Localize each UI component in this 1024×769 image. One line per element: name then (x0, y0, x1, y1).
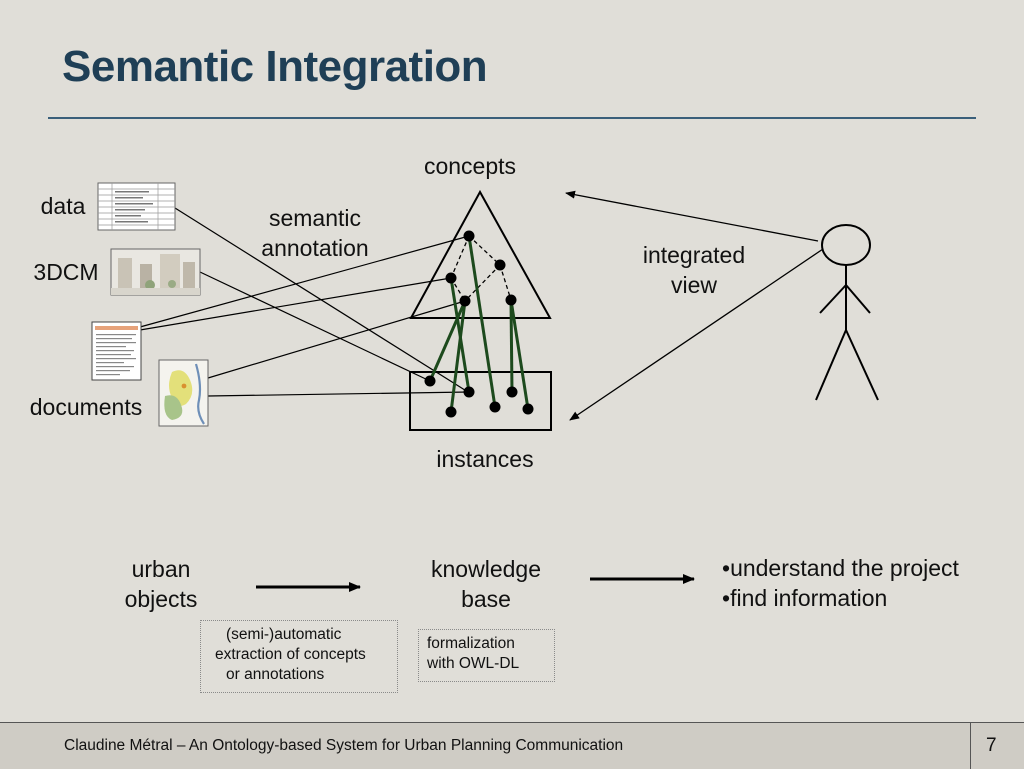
footer-divider (970, 723, 971, 769)
extraction-note-line1: (semi-)automatic (226, 626, 342, 643)
semantic-integration-diagram (91, 182, 879, 592)
integrated-view-label-line2: view (670, 272, 717, 298)
extraction-note-line3: or annotations (226, 666, 325, 683)
user-figure (815, 224, 879, 401)
instance-nodes (424, 375, 534, 418)
instances-box (409, 371, 552, 431)
city-model-thumbnail (110, 248, 201, 296)
concepts-label: concepts (423, 153, 517, 179)
page-number: 7 (986, 735, 997, 756)
slide-title: Semantic Integration (62, 42, 488, 91)
goal-item: find information (722, 583, 959, 613)
knowledge-base-label-line2: base (461, 586, 511, 612)
formalization-note-line1: formalization (427, 635, 515, 652)
documents-source-label: documents (29, 394, 143, 420)
data-source-label: data (40, 193, 86, 219)
view-arrow-to-concepts (565, 190, 819, 242)
extraction-note-line2: extraction of concepts (215, 646, 366, 663)
annotation-links (139, 207, 470, 397)
urban-objects-label-line2: objects (124, 586, 198, 612)
instances-label: instances (436, 446, 534, 472)
data-table-thumbnail (97, 182, 176, 231)
3dcm-source-label: 3DCM (33, 259, 99, 285)
slide-footer: Claudine Métral – An Ontology-based Syst… (0, 722, 1024, 769)
knowledge-base-label-line1: knowledge (431, 556, 541, 582)
instance-of-links (428, 235, 530, 413)
formalization-note: formalization with OWL-DL (418, 629, 555, 682)
text-document-thumbnail (91, 321, 142, 381)
view-arrow-to-instances (569, 248, 824, 421)
semantic-annotation-label-line1: semantic (268, 205, 362, 231)
footer-text: Claudine Métral – An Ontology-based Syst… (64, 737, 624, 754)
extraction-note: (semi-)automatic extraction of concepts … (200, 620, 398, 693)
title-divider (48, 117, 976, 119)
formalization-note-line2: with OWL-DL (427, 655, 520, 672)
urban-objects-label-line1: urban (131, 556, 191, 582)
goal-item: understand the project (722, 553, 959, 583)
semantic-annotation-label-line2: annotation (261, 235, 369, 261)
map-document-thumbnail (158, 359, 209, 427)
concept-nodes (445, 230, 517, 307)
integrated-view-label-line1: integrated (642, 242, 746, 268)
goals-list: understand the project find information (722, 553, 959, 613)
concepts-triangle (409, 189, 552, 319)
